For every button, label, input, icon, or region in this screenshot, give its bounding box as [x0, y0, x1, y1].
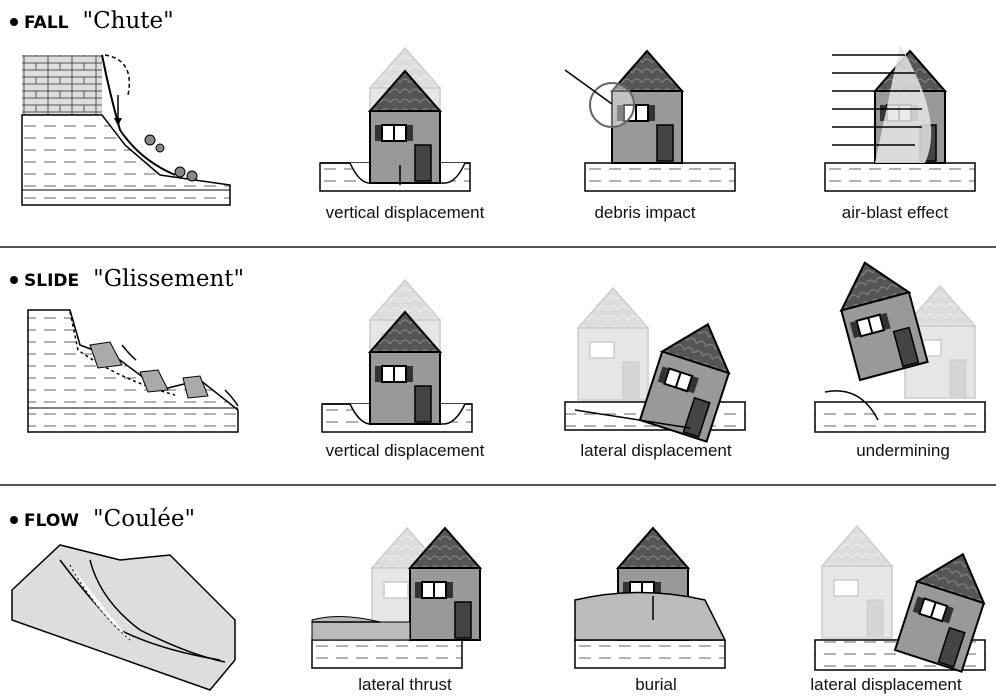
slide-vertical-displacement-illustration [321, 279, 473, 433]
flow-lateral-thrust-illustration [311, 527, 481, 669]
slide-french-term: "Glissement" [93, 266, 245, 292]
bullet-icon [10, 516, 18, 524]
slide-lateral-displacement-illustration [564, 287, 746, 443]
undermining-illustration [814, 252, 986, 433]
fall-keyword: FALL [24, 13, 69, 33]
flow-header: FLOW "Coulée" [10, 506, 195, 532]
bullet-icon [10, 18, 18, 26]
caption-flow-lateral-displacement: lateral displacement [810, 675, 962, 694]
fall-vertical-displacement-illustration [319, 47, 471, 192]
flow-keyword: FLOW [24, 511, 80, 531]
slide-keyword: SLIDE [24, 271, 80, 291]
caption-slide-lateral-displacement: lateral displacement [580, 441, 732, 460]
fall-air-blast-illustration [824, 45, 976, 192]
caption-slide-vertical-displacement: vertical displacement [325, 441, 485, 460]
bullet-icon [10, 276, 18, 284]
caption-burial: burial [635, 675, 677, 694]
fall-debris-impact-illustration [564, 50, 736, 192]
fall-cross-section [21, 54, 231, 206]
caption-lateral-thrust: lateral thrust [358, 675, 452, 694]
slide-cross-section [27, 309, 239, 433]
caption-fall-vertical-displacement: vertical displacement [325, 203, 485, 222]
flow-burial-illustration [574, 527, 727, 669]
flow-french-term: "Coulée" [93, 506, 196, 532]
caption-undermining: undermining [856, 441, 950, 460]
fall-french-term: "Chute" [82, 8, 174, 34]
fall-header: FALL "Chute" [10, 8, 174, 34]
slide-header: SLIDE "Glissement" [10, 266, 244, 292]
flow-cross-section [11, 544, 236, 691]
caption-debris-impact: debris impact [594, 203, 696, 222]
row-separator [0, 484, 996, 486]
flow-lateral-displacement-illustration [814, 525, 996, 673]
caption-air-blast-effect: air-blast effect [841, 203, 949, 222]
row-separator [0, 246, 996, 248]
